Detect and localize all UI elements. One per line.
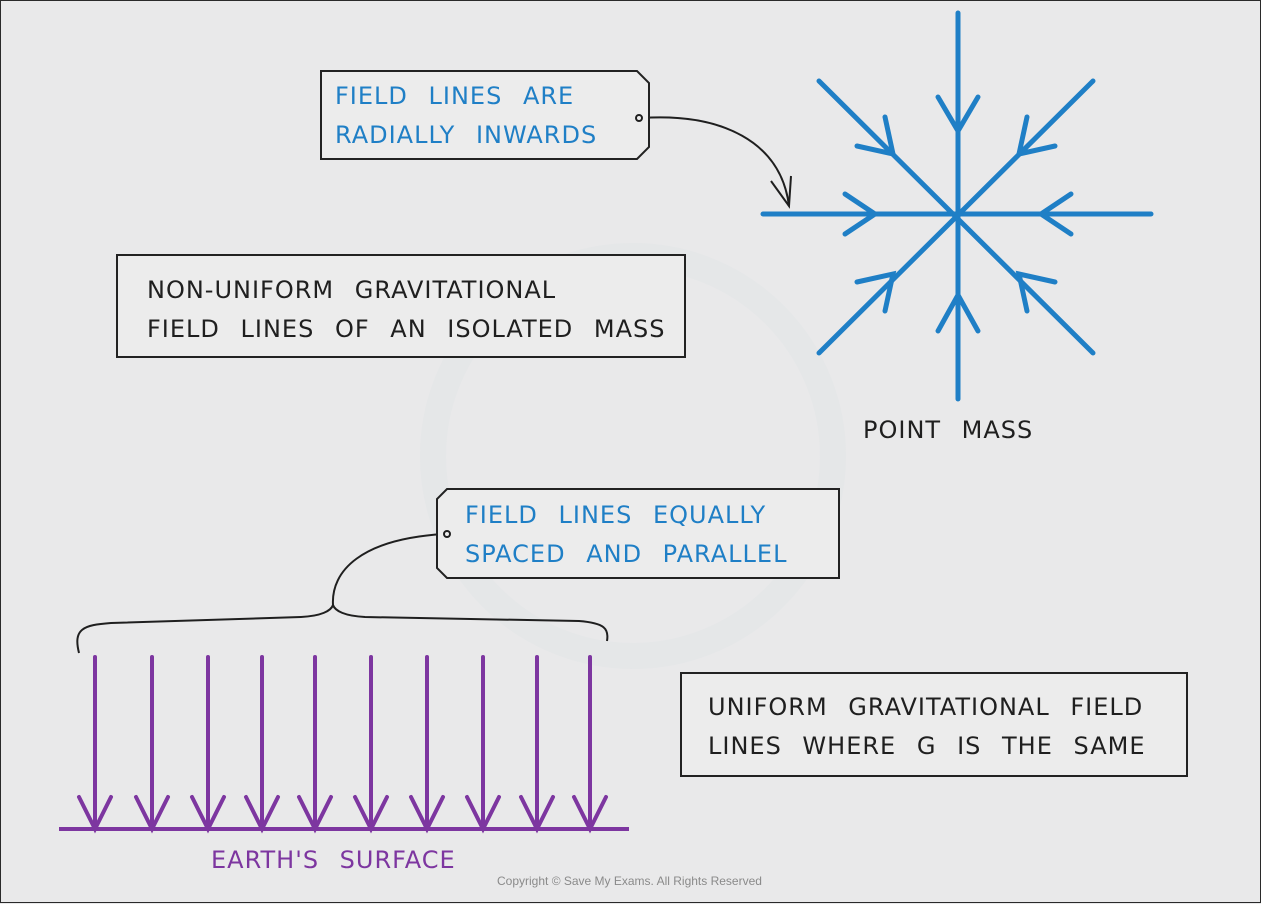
uniform-field-arrows <box>77 655 608 834</box>
radial-callout-line2: RADIALLY INWARDS <box>335 121 598 149</box>
radial-callout-tag <box>320 70 650 160</box>
parallel-callout-line1: FIELD LINES EQUALLY <box>465 501 767 529</box>
arrowhead-top <box>935 94 981 136</box>
radial-callout-pointer <box>635 114 792 209</box>
arrowhead-bottom-left <box>854 270 897 314</box>
nonuniform-line2: FIELD LINES OF AN ISOLATED MASS <box>147 315 666 343</box>
nonuniform-description-box: NON-UNIFORM GRAVITATIONAL FIELD LINES OF… <box>116 254 686 358</box>
arrowhead-top-left <box>854 114 897 158</box>
arrowhead-left <box>842 191 880 237</box>
arrowhead-right <box>1036 191 1074 237</box>
parallel-callout-line2: SPACED AND PARALLEL <box>465 540 788 568</box>
arrowhead-bottom-right <box>1015 270 1058 314</box>
parallel-callout-text: FIELD LINES EQUALLY SPACED AND PARALLEL <box>465 496 787 574</box>
uniform-line2: LINES WHERE g IS THE SAME <box>708 732 1146 760</box>
radial-field-lines <box>760 10 1154 402</box>
uniform-description-box: UNIFORM GRAVITATIONAL FIELD LINES WHERE … <box>680 672 1188 777</box>
arrowhead-bottom <box>935 289 981 334</box>
earth-surface-label: EARTH'S SURFACE <box>211 846 456 874</box>
copyright-notice: Copyright © Save My Exams. All Rights Re… <box>497 874 762 888</box>
radial-callout-line1: FIELD LINES ARE <box>335 82 575 110</box>
uniform-line1: UNIFORM GRAVITATIONAL FIELD <box>708 693 1144 721</box>
radial-callout-text: FIELD LINES ARE RADIALLY INWARDS <box>335 77 597 155</box>
arrowhead-top-right <box>1015 114 1058 158</box>
radial-line-diagonal-2 <box>816 78 1096 356</box>
nonuniform-line1: NON-UNIFORM GRAVITATIONAL <box>147 276 557 304</box>
parallel-callout-tag <box>436 488 840 579</box>
point-mass-label: POINT MASS <box>863 416 1034 444</box>
